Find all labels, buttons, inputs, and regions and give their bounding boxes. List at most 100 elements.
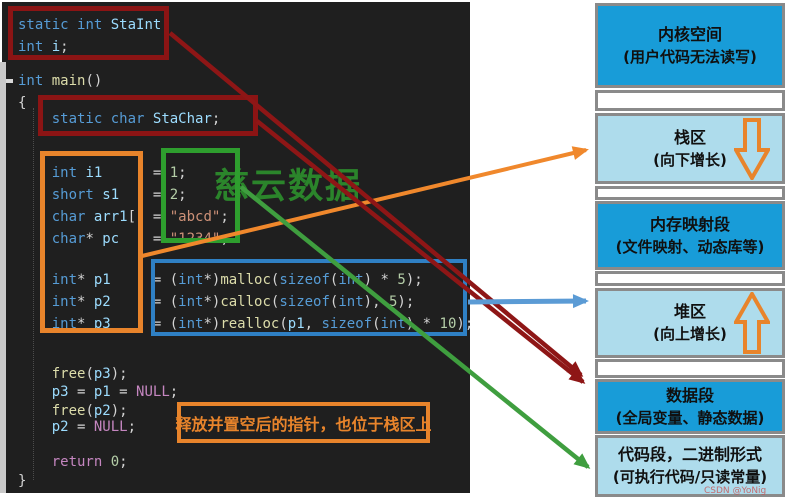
code-token: int [18, 39, 52, 55]
code-line[interactable]: } [18, 472, 26, 490]
highlight-box-global-statics [8, 6, 169, 60]
code-token: char [110, 111, 153, 127]
code-token: ); [110, 366, 128, 382]
code-token: pc [102, 231, 120, 247]
code-token [18, 403, 52, 419]
code-token: p3 [51, 384, 69, 400]
fold-marker [2, 79, 13, 83]
code-token: = [68, 419, 94, 435]
code-token: ; [127, 419, 137, 435]
code-token: p1 [93, 384, 111, 400]
highlight-box-local-static [38, 95, 258, 136]
code-token: p2 [93, 294, 111, 310]
code-token: ; [119, 454, 128, 470]
memory-block-subtitle: (可执行代码/只读常量) [612, 468, 768, 486]
code-line[interactable]: return 0; [18, 453, 128, 471]
code-token: { [18, 95, 27, 111]
memory-block-subtitle: (全局变量、静态数据) [615, 408, 765, 427]
code-token: () [85, 73, 103, 89]
memory-block-memmap: 内存映射段 (文件映射、动态库等) [595, 201, 785, 270]
annotation-text: 释放并置空后的指针，也位于栈区上 [175, 414, 432, 434]
code-token: } [18, 473, 27, 489]
code-line[interactable]: free(p3); [18, 365, 128, 383]
code-token: NULL [136, 384, 170, 400]
code-line[interactable]: { [18, 94, 26, 112]
code-token [18, 454, 52, 470]
memory-block-title: 内存映射段 [649, 214, 730, 234]
code-token: static [51, 111, 111, 127]
memory-block-subtitle: (用户代码无法读写) [623, 47, 757, 66]
code-token: int [51, 294, 78, 310]
code-token: p1 [93, 272, 111, 288]
grow-up-arrow-icon [734, 292, 770, 354]
memory-block-subtitle: (文件映射、动态库等) [615, 237, 765, 256]
annotation-box: 释放并置空后的指针，也位于栈区上 [175, 402, 432, 443]
code-token: int [51, 165, 86, 181]
code-token: arr1 [93, 209, 128, 225]
code-token: = [68, 384, 94, 400]
editor-left-gutter [0, 62, 6, 493]
code-token: ; [60, 39, 69, 55]
memory-block-title: 栈区 [673, 127, 706, 147]
code-line[interactable]: int i; [18, 38, 69, 56]
arrow-heap [467, 294, 589, 309]
memory-block-gap3 [595, 271, 785, 286]
highlight-box-literal-values [161, 148, 240, 243]
highlight-box-stack-variables [40, 151, 143, 333]
watermark-corner: CSDN @YoNig [704, 486, 767, 496]
memory-block-kernel: 内核空间 (用户代码无法读写) [595, 3, 785, 88]
code-token: ( [85, 366, 94, 382]
memory-block-gap4 [595, 359, 785, 378]
code-token: main [51, 73, 86, 89]
code-token: * [77, 294, 94, 310]
code-token: s1 [102, 187, 120, 203]
code-token: * [77, 272, 94, 288]
code-line[interactable]: p2 = NULL; [18, 418, 136, 436]
code-token: * [85, 231, 103, 247]
code-token: int [77, 17, 111, 33]
code-token: NULL [93, 419, 128, 435]
code-line[interactable]: free(p2); [18, 402, 128, 420]
code-token: i [51, 39, 61, 55]
memory-block-title: 数据段 [665, 385, 714, 405]
code-token [18, 366, 52, 382]
grow-down-arrow-icon [734, 117, 770, 180]
memory-block-data: 数据段 (全局变量、静态数据) [595, 379, 785, 434]
code-token: * [77, 316, 94, 332]
code-line[interactable]: int main() [18, 72, 102, 90]
code-token: p2 [51, 419, 69, 435]
memory-block-title: 堆区 [673, 302, 706, 321]
code-token: free [51, 403, 86, 419]
code-token: StaInt [110, 17, 162, 33]
indent-guide [33, 108, 34, 480]
code-token: static [18, 17, 78, 33]
code-token: = [110, 384, 137, 400]
code-token: p3 [93, 366, 111, 382]
code-token: ( [85, 403, 94, 419]
code-token: free [51, 366, 86, 382]
memory-block-gap2 [595, 186, 785, 200]
code-token: p2 [93, 403, 111, 419]
code-token: ); [110, 403, 128, 419]
code-token: char [51, 209, 94, 225]
code-token [18, 384, 52, 400]
memory-block-title: 内核空间 [657, 24, 722, 44]
memory-block-heap: 堆区 (向上增长) [595, 288, 785, 358]
memory-block-subtitle: (向上增长) [653, 325, 727, 343]
code-token: short [51, 187, 103, 203]
memory-block-code: 代码段，二进制形式 (可执行代码/只读常量) [595, 435, 785, 497]
code-token: int [18, 73, 52, 89]
code-line[interactable]: p3 = p1 = NULL; [18, 383, 178, 401]
code-token: ; [169, 384, 179, 400]
memory-block-stack: 栈区 (向下增长) [595, 113, 785, 184]
code-token: int [51, 272, 78, 288]
memory-block-gap1 [595, 90, 785, 111]
code-token: i1 [85, 165, 103, 181]
highlight-box-heap-allocations [151, 259, 467, 336]
code-token [18, 419, 52, 435]
memory-block-subtitle: (向下增长) [653, 150, 727, 169]
code-token: return [51, 454, 111, 470]
memory-block-title: 代码段，二进制形式 [617, 445, 762, 464]
code-token: char [51, 231, 86, 247]
